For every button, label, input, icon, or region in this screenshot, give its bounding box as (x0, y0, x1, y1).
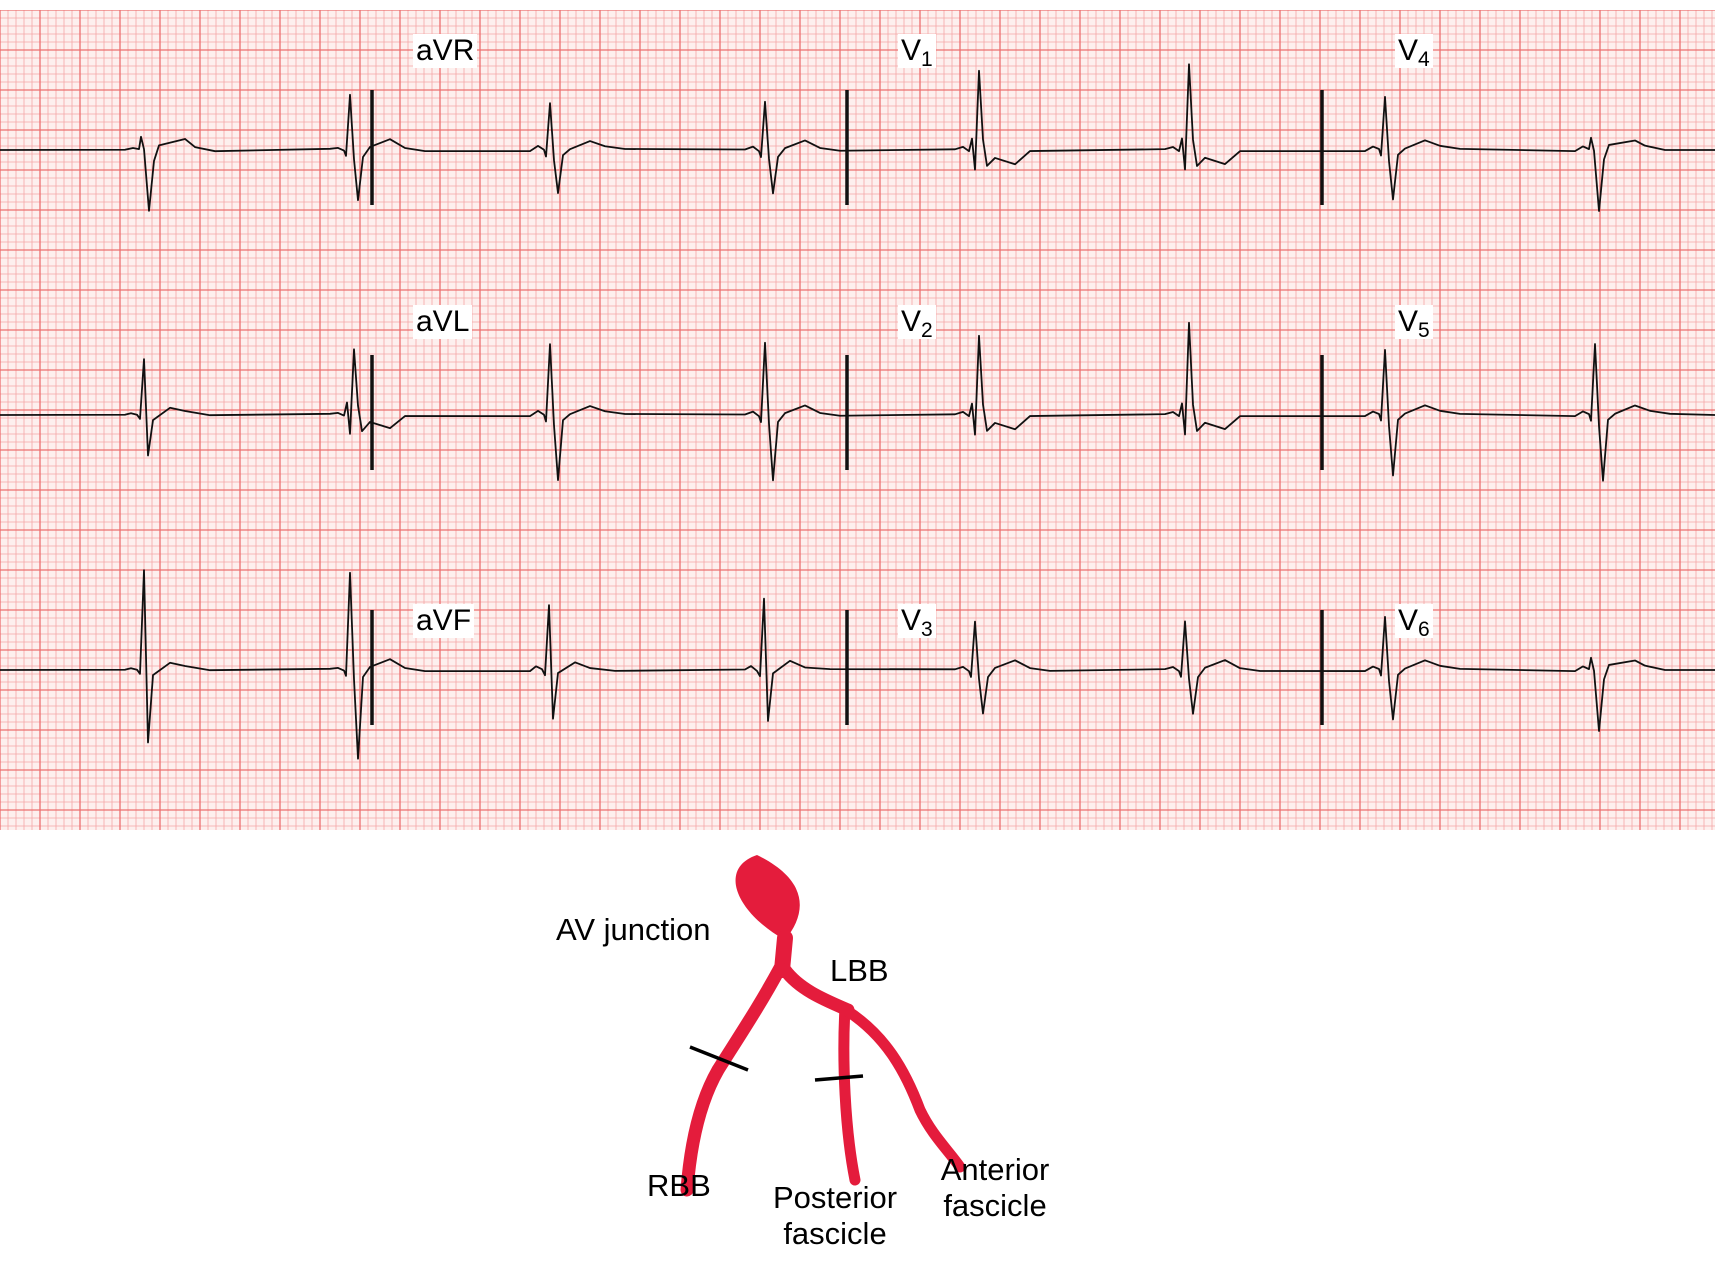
label-posterior-fascicle: Posterior fascicle (772, 1180, 898, 1251)
ecg-grid-and-traces (0, 10, 1715, 830)
rbb-block-mark (689, 1045, 749, 1072)
lead-label-avr: aVR (413, 34, 478, 68)
anterior-fascicle-branch (840, 1004, 966, 1173)
trace-row-1 (0, 63, 1715, 212)
label-lbb: LBB (830, 953, 889, 988)
conduction-system-diagram: AV junction LBB RBB Posterior fascicle A… (0, 830, 1715, 1263)
label-av-junction: AV junction (556, 912, 711, 947)
lead-label-v5: V5 (1395, 305, 1433, 341)
posterior-fascicle-block-mark (814, 1074, 864, 1082)
lead-label-avl: aVL (413, 305, 473, 339)
lead-label-v6: V6 (1395, 604, 1433, 640)
trace-row-3 (0, 569, 1715, 760)
lead-label-v3: V3 (898, 604, 936, 640)
posterior-fascicle-branch (838, 1002, 861, 1186)
lead-label-v4: V4 (1395, 34, 1433, 70)
grid-background (0, 10, 1715, 830)
lead-label-v2: V2 (898, 305, 936, 341)
grid-major-lines (0, 10, 1715, 830)
label-anterior-fascicle: Anterior fascicle (940, 1152, 1050, 1223)
conduction-tree-graphic (680, 855, 966, 1197)
ecg-strip: aVR V1 V4 aVL V2 V5 aVF V3 V6 (0, 10, 1715, 830)
right-bundle-branch (680, 961, 787, 1197)
label-rbb: RBB (647, 1168, 711, 1203)
lead-label-avf: aVF (413, 604, 475, 638)
lead-label-v1: V1 (898, 34, 936, 70)
av-junction-node (735, 855, 800, 940)
trace-row-2 (0, 321, 1715, 482)
